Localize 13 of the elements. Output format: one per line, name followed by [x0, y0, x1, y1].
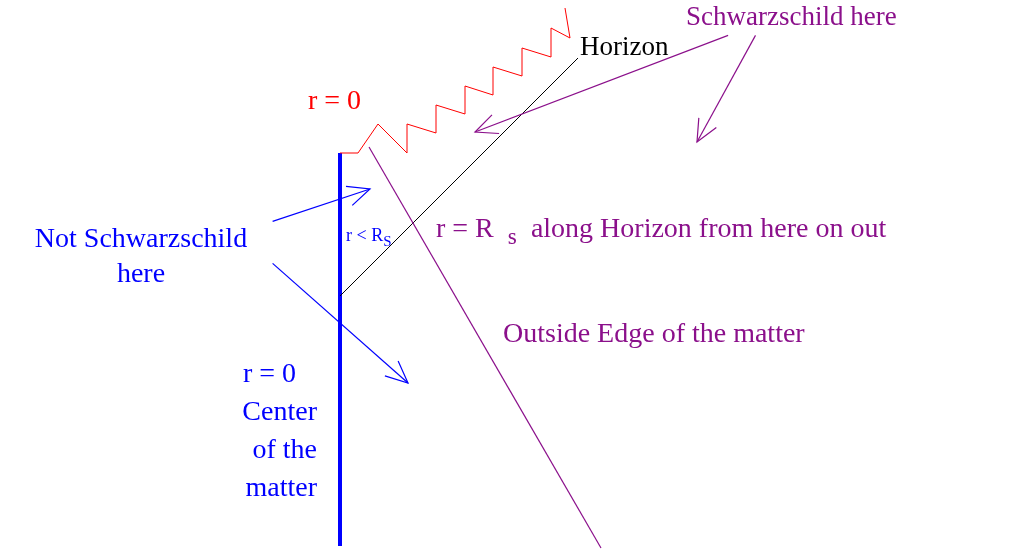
arrow	[272, 262, 409, 384]
center-radius-label: r = 0	[243, 356, 297, 390]
horizon-label: Horizon	[580, 30, 669, 63]
arrow	[696, 34, 757, 143]
region-label: r < R$_{S}$	[346, 224, 392, 251]
matter-edge-label: Outside Edge of the matter	[503, 316, 805, 350]
center-label: Center of the matter	[241, 394, 317, 504]
singularity-label: r = 0	[308, 83, 362, 117]
callout-text: Not Schwarzschild here	[12, 220, 270, 290]
arrow	[474, 34, 729, 135]
horizon-radius-label: r = R $_{s}$ along Horizon from here on out	[436, 211, 887, 251]
arrow	[272, 185, 371, 222]
callout-text: Schwarzschild here	[686, 0, 897, 34]
